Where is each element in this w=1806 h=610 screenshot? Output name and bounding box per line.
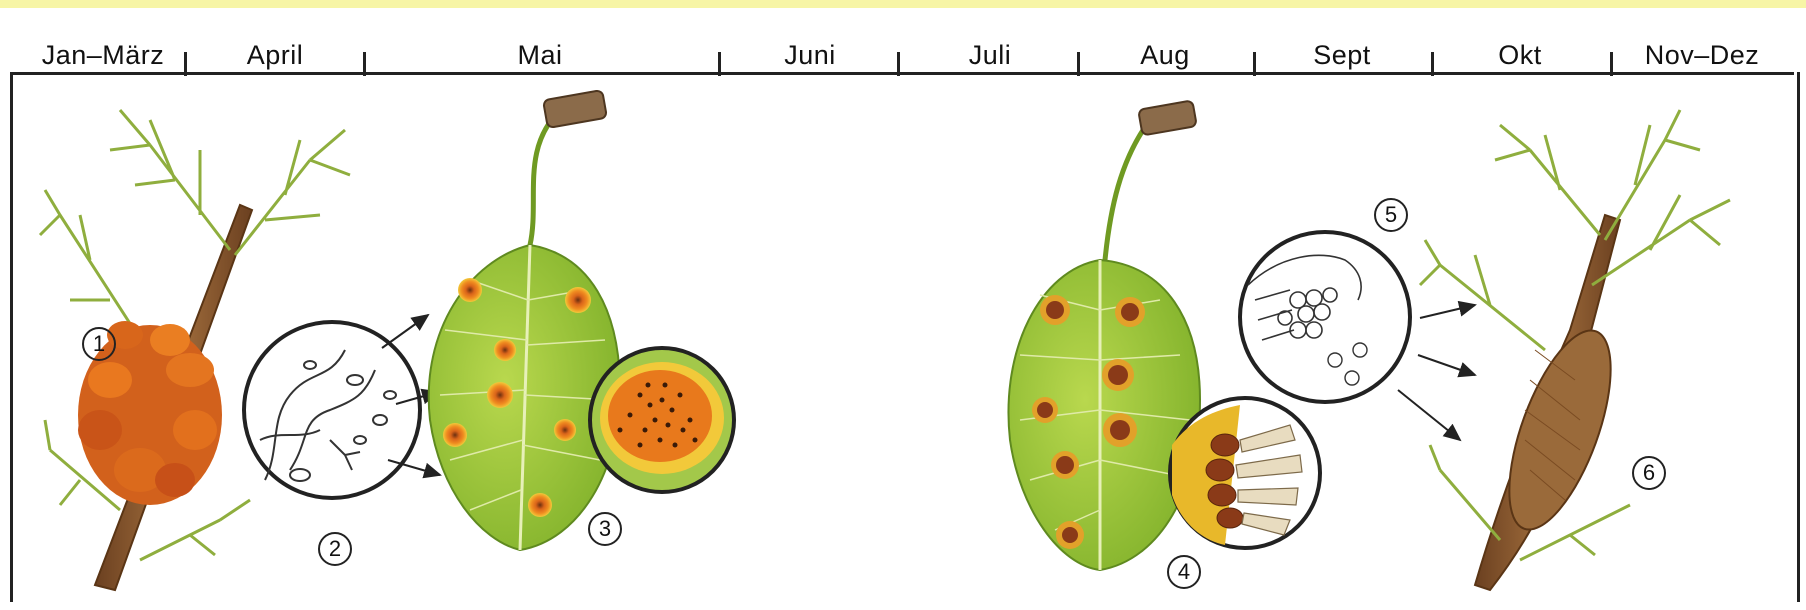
stage-number-4: 4	[1167, 555, 1201, 589]
juniper-branch-autumn	[1420, 110, 1730, 590]
stage-number-3: 3	[588, 512, 622, 546]
stage-number-1-text: 1	[82, 327, 116, 361]
stage-number-5-text: 5	[1374, 198, 1408, 232]
pear-leaf-summer	[1008, 100, 1200, 570]
stage-number-2: 2	[318, 532, 352, 566]
stage-number-3-text: 3	[588, 512, 622, 546]
teliospore-germination-circle	[244, 322, 420, 498]
stage-number-4-text: 4	[1167, 555, 1201, 589]
stage-number-6: 6	[1632, 456, 1666, 490]
leaf-spot-magnified-circle	[590, 348, 734, 492]
aeciospore-circle	[1240, 232, 1410, 402]
stage-number-5: 5	[1374, 198, 1408, 232]
aecia-magnified-circle	[1170, 398, 1320, 548]
pear-leaf-spring	[429, 90, 620, 550]
stage-number-6-text: 6	[1632, 456, 1666, 490]
stage-number-1: 1	[82, 327, 116, 361]
stage-number-2-text: 2	[318, 532, 352, 566]
